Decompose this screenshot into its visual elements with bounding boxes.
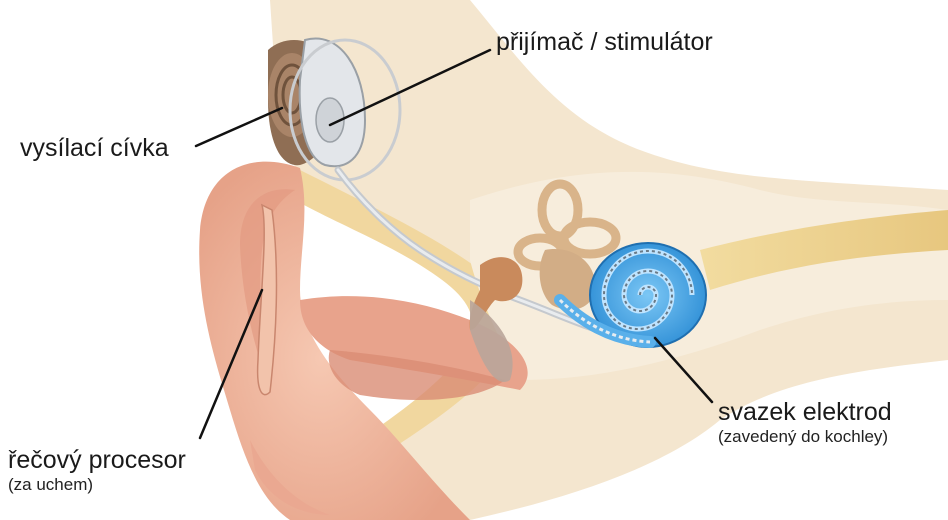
label-speech-processor-text: řečový procesor — [8, 446, 186, 475]
label-electrode-array: svazek elektrod (zavedený do kochley) — [718, 398, 892, 446]
label-transmitter-coil: vysílací cívka — [20, 134, 169, 163]
label-speech-processor: řečový procesor (za uchem) — [8, 446, 186, 494]
cavity-2 — [318, 265, 353, 300]
label-receiver-stimulator-text: přijímač / stimulátor — [496, 28, 713, 57]
label-transmitter-coil-text: vysílací cívka — [20, 134, 169, 163]
label-electrode-array-note: (zavedený do kochley) — [718, 427, 892, 447]
label-electrode-array-text: svazek elektrod — [718, 398, 892, 427]
label-speech-processor-note: (za uchem) — [8, 475, 186, 495]
label-receiver-stimulator: přijímač / stimulátor — [496, 28, 713, 57]
leader-line-coil — [196, 108, 282, 146]
